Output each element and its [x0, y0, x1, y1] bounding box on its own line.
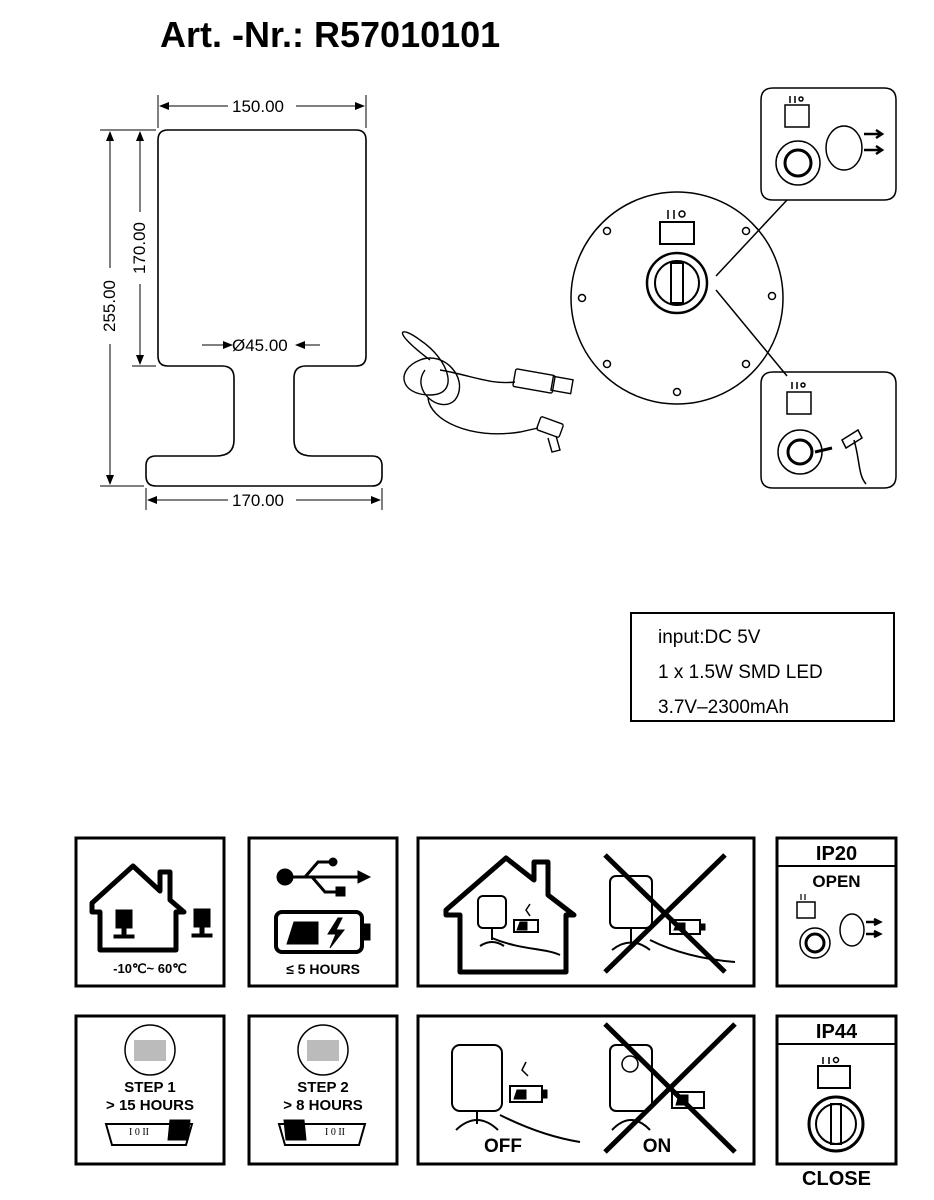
callout-open	[760, 87, 897, 201]
ip20-label: IP20	[815, 843, 858, 865]
step1-switch-text: I 0 II	[129, 1127, 149, 1138]
step2-title: STEP 2	[297, 1079, 349, 1096]
charge-time-label: ≤ 5 HOURS	[286, 961, 360, 977]
dim-height-head: 170.00	[130, 222, 149, 274]
dim-width-base: 170.00	[232, 491, 284, 510]
ip20-open-pictogram	[775, 836, 898, 988]
ip44-close-pictogram	[775, 1014, 898, 1166]
open-label: OPEN	[812, 872, 861, 891]
off-on-pictogram	[416, 1014, 756, 1166]
callout-close	[760, 371, 897, 489]
indoor-charging-pictogram	[416, 836, 756, 988]
step1-time: > 15 HOURS	[106, 1097, 194, 1114]
lamp-outline	[145, 129, 383, 487]
spec-input: input:DC 5V	[658, 627, 761, 648]
ip44-label: IP44	[815, 1021, 858, 1043]
article-number-title: Art. -Nr.: R57010101	[160, 14, 501, 55]
usb-cable-icon	[401, 331, 574, 453]
dim-height-total: 255.00	[100, 280, 119, 332]
base-bottom-view	[570, 191, 788, 405]
step1-title: STEP 1	[124, 1079, 176, 1096]
spec-battery: 3.7V–2300mAh	[658, 697, 789, 718]
step1-pictogram	[74, 1014, 226, 1166]
off-label: OFF	[484, 1136, 522, 1157]
temperature-range-label: -10℃~ 60℃	[113, 961, 187, 976]
dim-neck-diameter: Ø45.00	[232, 336, 288, 355]
usb-charging-pictogram	[247, 836, 399, 988]
step2-switch-text: I 0 II	[325, 1127, 345, 1138]
temperature-pictogram	[74, 836, 226, 988]
dim-width-top: 150.00	[232, 97, 284, 116]
spec-led: 1 x 1.5W SMD LED	[658, 662, 823, 683]
step2-pictogram	[247, 1014, 399, 1166]
on-label: ON	[642, 1136, 672, 1157]
close-label: CLOSE	[802, 1168, 871, 1190]
step2-time: > 8 HOURS	[283, 1097, 363, 1114]
specification-box: input:DC 5V 1 x 1.5W SMD LED 3.7V–2300mA…	[630, 612, 895, 722]
